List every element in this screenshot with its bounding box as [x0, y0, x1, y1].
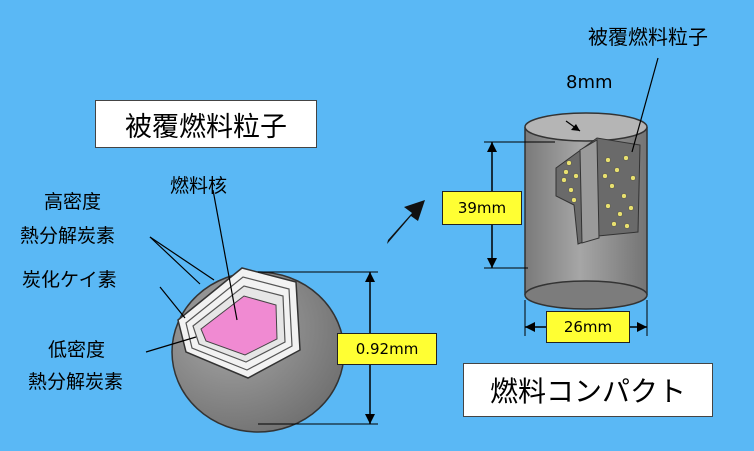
- compact-particle-label: 被覆燃料粒子: [588, 25, 708, 49]
- compact-width-label: 26mm: [546, 311, 630, 343]
- low-density-label-line2: 熱分解炭素: [28, 371, 124, 393]
- kernel-label: 燃料核: [170, 175, 228, 197]
- high-density-label-line1: 高密度: [44, 191, 102, 213]
- fuel-kernel: [200, 295, 278, 356]
- low-density-label-line1: 低密度: [48, 339, 106, 361]
- transition-arrow: [387, 200, 425, 244]
- compact-cylinder-bottom: [524, 280, 648, 310]
- compact-gap-label: 8mm: [566, 72, 613, 93]
- compact-height-label: 39mm: [442, 191, 522, 225]
- compact-title: 燃料コンパクト: [463, 363, 713, 417]
- sic-label: 炭化ケイ素: [22, 269, 117, 291]
- high-density-label-line2: 熱分解炭素: [20, 225, 116, 247]
- compact-cylinder-top: [524, 112, 648, 142]
- particle-title: 被覆燃料粒子: [95, 100, 317, 148]
- particle-diameter-label: 0.92mm: [337, 333, 437, 365]
